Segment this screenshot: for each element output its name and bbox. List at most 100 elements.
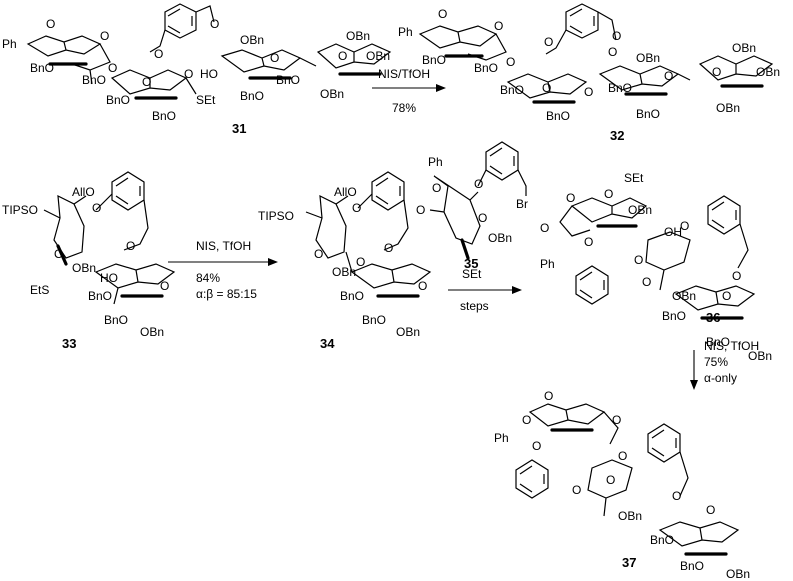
label-31: SEt — [196, 93, 216, 107]
label-36: O — [566, 191, 575, 205]
label-35: Br — [516, 197, 528, 211]
label-31: O — [338, 49, 347, 63]
label-33: EtS — [30, 283, 49, 297]
label-37: OBn — [618, 509, 642, 523]
label-33: OBn — [140, 325, 164, 339]
selectivity-r4: α-only — [704, 371, 737, 385]
label-32: O — [664, 69, 673, 83]
label-36: BnO — [706, 335, 730, 349]
label-36: O — [584, 235, 593, 249]
label-36: BnO — [662, 309, 686, 323]
label-36: O — [604, 187, 613, 201]
reagents-r2: NIS, TfOH — [196, 239, 251, 253]
label-32: BnO — [608, 81, 632, 95]
yield-r1: 78% — [392, 101, 416, 115]
label-31: O — [46, 17, 55, 31]
compound-34 — [305, 171, 432, 298]
label-31: BnO — [106, 93, 130, 107]
label-32: O — [494, 19, 503, 33]
compound-33 — [43, 171, 176, 305]
reaction-arrow-2 — [168, 258, 278, 266]
label-36: SEt — [624, 171, 644, 185]
label-33: O — [92, 201, 101, 215]
label-35: O — [432, 181, 441, 195]
label-34: BnO — [362, 313, 386, 327]
label-32: OBn — [716, 101, 740, 115]
label-36: O — [642, 275, 651, 289]
yield-r2: 84% — [196, 271, 220, 285]
label-31: O — [270, 51, 279, 65]
label-36: OBn — [672, 289, 696, 303]
reagents-r4: NIS, TfOH — [704, 339, 759, 353]
label-36: OH — [664, 225, 682, 239]
reaction-arrow-1 — [372, 84, 446, 92]
label-37: O — [532, 439, 541, 453]
label-31: OBn — [240, 33, 264, 47]
label-34: AllO — [334, 185, 357, 199]
label-34: TIPSO — [258, 209, 294, 223]
label-32: BnO — [474, 61, 498, 75]
label-35: O — [478, 211, 487, 225]
label-31: BnO — [152, 109, 176, 123]
label-31: BnO — [240, 89, 264, 103]
label-31: BnO — [276, 73, 300, 87]
label-34: O — [418, 279, 427, 293]
label-31: BnO — [30, 61, 54, 75]
compound-number-36: 36 — [706, 310, 720, 325]
label-37: O — [618, 449, 627, 463]
label-36: O — [722, 289, 731, 303]
compound-number-32: 32 — [610, 128, 624, 143]
compound-37 — [515, 403, 740, 556]
compound-number-31: 31 — [232, 121, 246, 136]
label-37: BnO — [650, 533, 674, 547]
label-32: O — [506, 55, 515, 69]
label-33: TIPSO — [2, 203, 38, 217]
label-31: O — [184, 67, 193, 81]
label-32: O — [608, 45, 617, 59]
label-35: O — [474, 177, 483, 191]
compound-number-34: 34 — [320, 336, 335, 351]
label-36: O — [732, 269, 741, 283]
label-35: SEt — [462, 267, 482, 281]
label-37: O — [672, 489, 681, 503]
label-36: O — [634, 253, 643, 267]
label-37: O — [572, 483, 581, 497]
label-34: O — [314, 247, 323, 261]
label-37: OBn — [726, 567, 750, 581]
label-31: OBn — [346, 29, 370, 43]
compound-number-37: 37 — [622, 555, 636, 570]
label-36: O — [540, 221, 549, 235]
compound-31 — [26, 3, 392, 100]
label-34: OBn — [332, 265, 356, 279]
label-33: O — [54, 247, 63, 261]
label-32: OBn — [756, 65, 780, 79]
label-31: OBn — [366, 49, 390, 63]
label-31: O — [210, 17, 219, 31]
label-31: Ph — [2, 37, 17, 51]
label-35: OBn — [488, 231, 512, 245]
label-32: BnO — [546, 109, 570, 123]
label-35: Ph — [428, 155, 443, 169]
label-31: O — [142, 75, 151, 89]
label-32: BnO — [636, 107, 660, 121]
label-33: HO — [100, 271, 118, 285]
label-33: AllO — [72, 185, 95, 199]
label-32: O — [612, 29, 621, 43]
label-32: O — [542, 81, 551, 95]
label-36: O — [680, 219, 689, 233]
label-31: OBn — [320, 87, 344, 101]
label-34: O — [352, 201, 361, 215]
label-34: O — [356, 255, 365, 269]
label-37: BnO — [680, 559, 704, 573]
compound-36 — [559, 195, 756, 320]
compound-35 — [429, 141, 527, 260]
label-31: O — [108, 61, 117, 75]
label-33: BnO — [88, 289, 112, 303]
label-37: O — [606, 473, 615, 487]
label-33: OBn — [72, 261, 96, 275]
label-32: O — [712, 65, 721, 79]
label-34: OBn — [396, 325, 420, 339]
reaction-arrow-3 — [448, 286, 522, 294]
label-37: Ph — [494, 431, 509, 445]
